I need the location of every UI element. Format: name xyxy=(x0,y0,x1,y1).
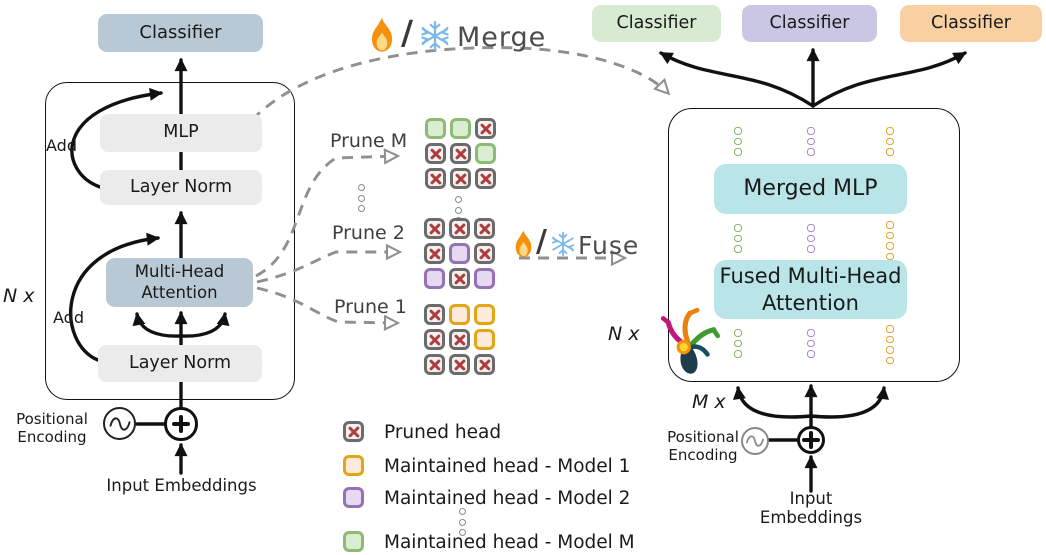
token-dots-green xyxy=(734,329,742,358)
classifier-label: Classifier xyxy=(931,12,1011,33)
legend-modelm-head-label: Maintained head - Model M xyxy=(384,532,635,553)
pruned-head-cell xyxy=(474,218,495,239)
left-classifier-label: Classifier xyxy=(139,21,222,43)
snowflake-icon-fuse xyxy=(550,231,576,261)
right-model-arrows xyxy=(659,48,967,493)
layer-norm-top-box: Layer Norm xyxy=(100,170,262,205)
maintained-head-cell xyxy=(424,268,445,289)
maintained-head-cell xyxy=(450,118,471,139)
flame-icon-merge xyxy=(366,16,398,58)
merge-label: Merge xyxy=(457,22,547,53)
prune-m-label: Prune M xyxy=(330,130,408,152)
prune-2-label: Prune 2 xyxy=(332,222,405,244)
left-input-embeddings-label: Input Embeddings xyxy=(106,476,257,495)
flame-icon-fuse xyxy=(511,229,536,263)
pruned-head-cell xyxy=(449,354,470,375)
left-repeat-n-label: N x xyxy=(3,285,35,307)
legend-model2-head-label: Maintained head - Model 2 xyxy=(384,488,631,509)
add-bottom-label: Add xyxy=(53,308,84,327)
left-model-arrows xyxy=(69,58,230,475)
token-dots-orange xyxy=(886,221,894,260)
token-dots-green xyxy=(734,127,742,156)
maintained-head-cell xyxy=(475,143,496,164)
pruned-head-cell xyxy=(424,304,445,325)
right-sine-icon xyxy=(741,427,769,455)
pruned-head-cell xyxy=(424,329,445,350)
legend-modelm-head-icon xyxy=(343,531,364,552)
merge-slash: / xyxy=(401,13,414,52)
token-dots-purple xyxy=(807,127,815,156)
ellipsis-dots xyxy=(358,184,365,212)
merged-mlp-box: Merged MLP xyxy=(714,164,907,214)
token-dots-green xyxy=(734,224,742,253)
multi-head-attention-box: Multi-Head Attention xyxy=(106,258,253,307)
token-dots-orange xyxy=(886,325,894,364)
maintained-head-cell xyxy=(449,304,470,325)
hydra-dragon-icon xyxy=(660,305,723,381)
pruned-head-cell xyxy=(424,243,445,264)
snowflake-icon-merge xyxy=(419,20,451,56)
layer-norm-top-label: Layer Norm xyxy=(129,176,233,197)
left-positional-encoding-label: Positional Encoding xyxy=(16,410,88,446)
models-m-label: M x xyxy=(692,391,726,413)
legend-pruned-head-label: Pruned head xyxy=(384,422,502,443)
head-grid-model-2 xyxy=(424,218,496,290)
mlp-box: MLP xyxy=(100,114,262,152)
add-top-label: Add xyxy=(46,136,77,155)
merged-mlp-label: Merged MLP xyxy=(743,176,878,202)
legend-model2-head-icon xyxy=(343,487,364,508)
legend-model1-head-icon xyxy=(343,455,364,476)
token-dots-purple xyxy=(807,329,815,358)
fuse-slash: / xyxy=(536,224,547,259)
classifier-label: Classifier xyxy=(769,12,850,33)
head-grid-model-1 xyxy=(424,304,496,376)
right-add-plus-icon xyxy=(797,426,825,454)
token-dots-orange xyxy=(886,127,894,156)
head-grid-model-m xyxy=(425,118,497,190)
layer-norm-bottom-box: Layer Norm xyxy=(98,345,262,382)
pruned-head-cell xyxy=(475,168,496,189)
maintained-head-cell xyxy=(474,329,495,350)
pruned-head-cell xyxy=(425,143,446,164)
token-dots-purple xyxy=(807,224,815,253)
pruned-head-cell xyxy=(474,243,495,264)
pruned-head-cell xyxy=(474,354,495,375)
classifier-box-model-1: Classifier xyxy=(900,5,1042,42)
pruned-head-cell xyxy=(424,218,445,239)
multi-head-attention-label: Multi-Head Attention xyxy=(134,261,225,302)
maintained-head-cell xyxy=(425,118,446,139)
left-sine-icon xyxy=(103,407,136,440)
left-add-plus-icon xyxy=(164,407,198,441)
pruned-head-cell xyxy=(475,118,496,139)
ellipsis-dots xyxy=(459,508,466,536)
pruned-head-cell xyxy=(449,218,470,239)
right-positional-encoding-label: Positional Encoding xyxy=(667,428,739,464)
pruned-head-cell xyxy=(425,168,446,189)
maintained-head-cell xyxy=(474,268,495,289)
classifier-label: Classifier xyxy=(616,12,697,33)
merge-prune-dashed-flows xyxy=(250,46,668,323)
pruned-head-cell xyxy=(450,143,471,164)
classifier-box-model-m: Classifier xyxy=(592,5,721,42)
fused-mha-box: Fused Multi-Head Attention xyxy=(714,260,907,319)
pruned-head-cell xyxy=(424,354,445,375)
right-repeat-n-label: N x xyxy=(608,323,640,345)
legend-pruned-head-icon xyxy=(343,421,364,442)
classifier-box-model-2: Classifier xyxy=(742,5,877,42)
prune-1-label: Prune 1 xyxy=(334,296,407,318)
maintained-head-cell xyxy=(449,243,470,264)
left-classifier-box: Classifier xyxy=(98,14,263,52)
pruned-head-cell xyxy=(449,329,470,350)
pruned-head-cell xyxy=(450,168,471,189)
legend-model1-head-label: Maintained head - Model 1 xyxy=(384,456,631,477)
fused-mha-label: Fused Multi-Head Attention xyxy=(719,264,902,315)
layer-norm-bottom-label: Layer Norm xyxy=(128,352,232,373)
right-input-embeddings-label: Input Embeddings xyxy=(759,489,863,527)
maintained-head-cell xyxy=(474,304,495,325)
pruned-head-cell xyxy=(449,268,470,289)
fuse-label: Fuse xyxy=(578,231,640,260)
mlp-label: MLP xyxy=(163,122,199,143)
